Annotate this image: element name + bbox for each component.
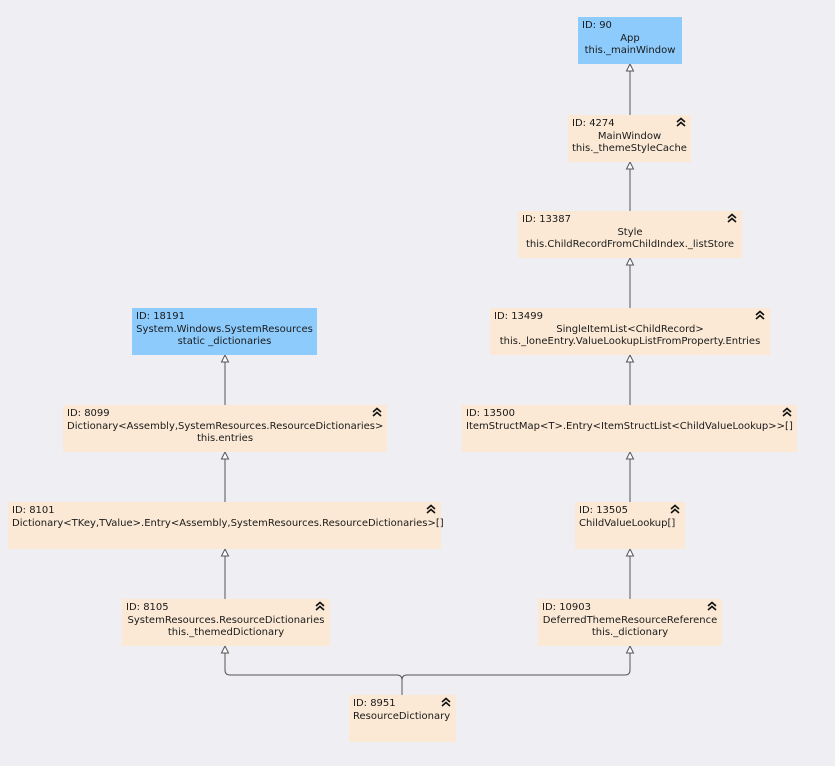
collapse-chevron-icon[interactable] [372,407,382,417]
node-id-label: ID: 8951 [353,698,396,709]
collapse-chevron-icon[interactable] [755,310,765,320]
collapse-chevron-icon[interactable] [782,407,792,417]
node-type-label: Style [617,226,643,238]
node-field-label: this._themedDictionary [167,627,285,638]
node-id-label: ID: 10903 [542,602,592,613]
node-id-label: ID: 8105 [126,602,169,613]
node-type-label: Dictionary<Assembly,SystemResources.Reso… [67,420,384,432]
edge-arrowhead [625,256,635,266]
collapse-chevron-icon[interactable] [707,601,717,611]
collapse-chevron-icon[interactable] [315,601,325,611]
node-type-label: App [620,32,640,44]
edge-arrowhead [625,644,635,654]
edge-arrowhead [625,353,635,363]
edge-arrowhead [220,644,230,654]
node-type-label: SystemResources.ResourceDictionaries [127,614,325,626]
edge-arrowhead [220,547,230,557]
edge-arrowhead [625,62,635,72]
node-type-label: Dictionary<TKey,TValue>.Entry<Assembly,S… [12,517,444,529]
node-id-label: ID: 8099 [67,408,110,419]
node-field-label: this.entries [196,433,254,444]
collapse-chevron-icon[interactable] [441,697,451,707]
collapse-chevron-icon[interactable] [676,117,686,127]
node-field-label: this._loneEntry.ValueLookupListFromPrope… [499,336,761,347]
collapse-chevron-icon[interactable] [670,504,680,514]
node-field-label: static _dictionaries [177,336,272,347]
node-id-label: ID: 13499 [494,311,544,322]
node-type-label: ItemStructMap<T>.Entry<ItemStructList<Ch… [466,420,793,432]
node-field-label: this._dictionary [591,627,669,638]
node-type-label: System.Windows.SystemResources [136,323,313,335]
node-id-label: ID: 8101 [12,505,55,516]
edge-arrowhead [625,547,635,557]
node-field-label: this.ChildRecordFromChildIndex._listStor… [525,239,735,250]
edge-arrowhead [220,353,230,363]
node-type-label: SingleItemList<ChildRecord> [556,323,704,335]
node-field-label: this._themeStyleCache [572,143,687,154]
node-field-label: this._mainWindow [584,45,676,56]
node-id-label: ID: 18191 [136,311,186,322]
node-type-label: MainWindow [597,130,662,142]
edge-8951-to-10903 [401,653,631,695]
collapse-chevron-icon[interactable] [727,213,737,223]
collapse-chevron-icon[interactable] [426,504,436,514]
edge-arrowhead [625,160,635,170]
node-id-label: ID: 90 [582,20,612,31]
node-id-label: ID: 4274 [572,118,615,129]
edge-8951-to-8105 [224,653,403,695]
edge-arrowhead [220,450,230,460]
node-type-label: ResourceDictionary [353,710,451,722]
node-id-label: ID: 13500 [466,408,516,419]
edge-arrowhead [625,450,635,460]
node-id-label: ID: 13505 [579,505,629,516]
node-id-label: ID: 13387 [522,214,572,225]
node-type-label: ChildValueLookup[] [579,517,676,529]
node-type-label: DeferredThemeResourceReference [542,614,718,626]
